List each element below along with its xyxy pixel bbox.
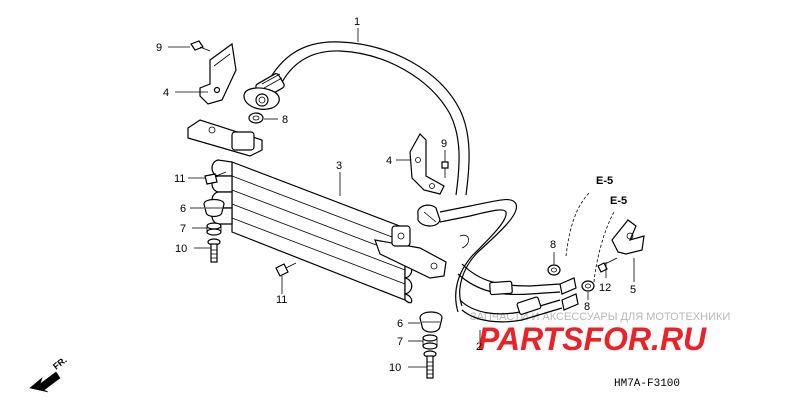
callout-11-bottom: 11	[276, 294, 287, 306]
washer-8-top	[248, 112, 264, 124]
callout-5: 5	[630, 284, 636, 296]
bolt-9-right	[441, 161, 449, 178]
hose-lower	[417, 198, 579, 323]
bolt-10-bottom	[423, 350, 437, 379]
bracket-5	[611, 219, 645, 255]
callout-3: 3	[336, 160, 342, 172]
ref-e5-lower: E-5	[610, 195, 627, 207]
callout-9-right: 9	[441, 138, 447, 150]
callout-2: 2	[476, 341, 482, 353]
callout-10-bottom: 10	[389, 362, 401, 374]
bolt-10-left	[207, 238, 221, 263]
grommet-6-bottom	[419, 311, 443, 333]
collar-7-bottom	[422, 334, 438, 350]
callout-8-mid: 8	[550, 239, 556, 251]
callout-8-top: 8	[282, 114, 288, 126]
callout-7-bottom: 7	[397, 336, 403, 348]
bolt-12	[597, 257, 618, 273]
callout-9-top-left: 9	[156, 42, 162, 54]
bolt-9-top-left	[190, 40, 211, 52]
grommet-6-left	[203, 198, 225, 218]
callout-1: 1	[354, 16, 360, 28]
watermark-brand: PARTSFOR.RU	[478, 321, 707, 357]
callout-6-bottom: 6	[397, 318, 403, 330]
washer-8-mid	[547, 264, 561, 276]
collar-7-left	[206, 222, 222, 236]
callout-6-left: 6	[180, 203, 186, 215]
watermark: ЗАПЧАСТИ И АКСЕССУАРЫ ДЛЯ МОТОТЕХНИКИ PA…	[470, 311, 730, 357]
bracket-right	[409, 133, 445, 195]
front-arrow: FR.	[29, 355, 69, 393]
arrow-icon	[29, 371, 61, 393]
callout-10-left: 10	[175, 243, 187, 255]
callout-12: 12	[599, 282, 611, 294]
oil-cooler	[187, 119, 447, 304]
adapter-plate	[243, 87, 280, 110]
washer-8-right	[581, 280, 595, 292]
callout-4-right: 4	[386, 155, 392, 167]
callout-7-left: 7	[180, 223, 186, 235]
ref-e5-upper: E-5	[596, 175, 613, 187]
reference-labels: E-5 E-5	[596, 175, 627, 207]
front-label: FR.	[51, 355, 69, 372]
leader-lines	[168, 28, 635, 368]
watermark-subtitle: ЗАПЧАСТИ И АКСЕССУАРЫ ДЛЯ МОТОТЕХНИКИ	[470, 311, 730, 323]
callout-11-left: 11	[174, 173, 185, 185]
bolt-11-bottom	[275, 262, 297, 277]
bolt-11-left	[204, 171, 227, 185]
callout-8-right: 8	[584, 301, 590, 313]
bracket-upper-left	[199, 42, 237, 105]
callout-4-top-left: 4	[163, 87, 169, 99]
diagram-code: HM7A-F3100	[614, 378, 680, 390]
callout-labels: 1 9 4 8 3 11 6 7 10 11 4 9 8 8 12 5 2 6 …	[156, 16, 636, 374]
